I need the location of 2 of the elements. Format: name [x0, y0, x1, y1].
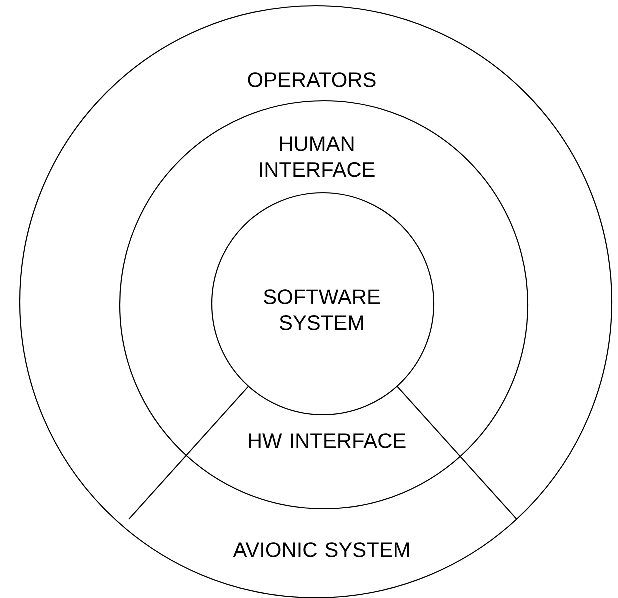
ring-region: SOFTWARE SYSTEM	[211, 192, 435, 416]
region-label: AVIONIC SYSTEM	[233, 542, 410, 558]
